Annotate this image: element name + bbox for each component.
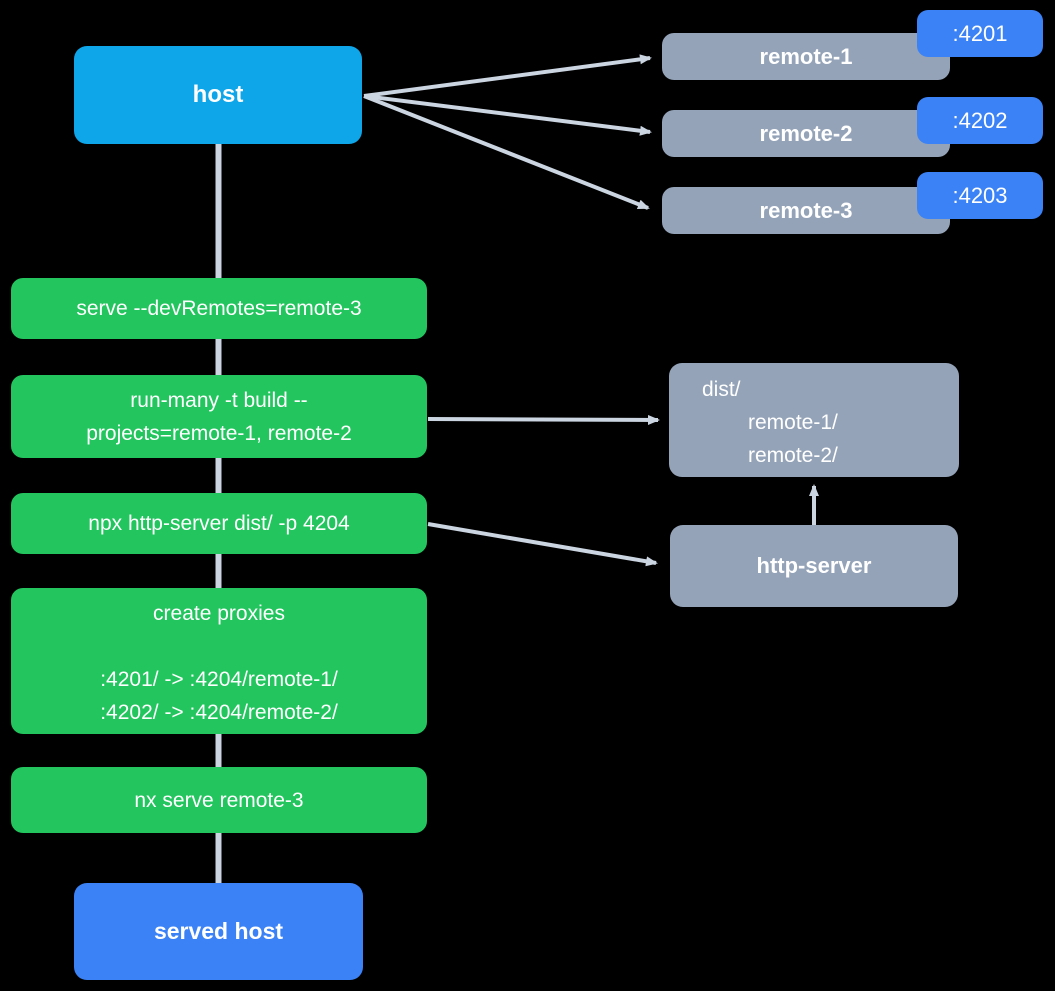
node-remote-1: remote-1	[662, 33, 950, 80]
step-npx-http-server: npx http-server dist/ -p 4204	[11, 493, 427, 554]
port-4202-label: :4202	[952, 107, 1008, 133]
port-4201-label: :4201	[952, 20, 1008, 46]
port-badge-4201: :4201	[917, 10, 1043, 57]
node-served-host: served host	[74, 883, 363, 980]
dist-root-label: dist/	[702, 378, 741, 401]
remote-3-label: remote-3	[759, 197, 853, 223]
step-run-many-line-2: projects=remote-1, remote-2	[86, 421, 352, 445]
served-host-label: served host	[153, 918, 284, 944]
node-http-server: http-server	[670, 525, 958, 607]
port-4203-label: :4203	[952, 182, 1008, 208]
port-badge-4203: :4203	[917, 172, 1043, 219]
remote-1-label: remote-1	[759, 43, 853, 69]
remote-2-label: remote-2	[759, 120, 853, 146]
step-run-many-line-1: run-many -t build --	[130, 388, 308, 412]
step-serve-devremotes: serve --devRemotes=remote-3	[11, 278, 427, 339]
node-remote-2: remote-2	[662, 110, 950, 157]
node-remote-3: remote-3	[662, 187, 950, 234]
port-badge-4202: :4202	[917, 97, 1043, 144]
proxy-rule-2: :4202/ -> :4204/remote-2/	[100, 701, 338, 724]
step-run-many-build: run-many -t build -- projects=remote-1, …	[11, 375, 427, 458]
step-serve-devremotes-text: serve --devRemotes=remote-3	[76, 297, 362, 320]
dist-remote-1-label: remote-1/	[748, 411, 838, 434]
step-create-proxies: create proxies :4201/ -> :4204/remote-1/…	[11, 588, 427, 734]
edge-host-remote-3	[363, 94, 650, 210]
node-dist-folder: dist/ remote-1/ remote-2/	[669, 363, 959, 477]
edge-httpserver-step-http-server	[427, 522, 658, 567]
node-host: host	[74, 46, 362, 144]
http-server-label: http-server	[756, 553, 872, 578]
edge-host-remote-1	[363, 54, 652, 98]
edge-build-dist	[427, 414, 660, 425]
step-nx-serve-remote-3: nx serve remote-3	[11, 767, 427, 833]
dist-remote-2-label: remote-2/	[748, 444, 838, 467]
step-nx-serve-remote-3-text: nx serve remote-3	[134, 788, 304, 812]
step-npx-http-server-text: npx http-server dist/ -p 4204	[88, 512, 350, 535]
edge-host-remote-2	[363, 94, 652, 136]
create-proxies-title: create proxies	[153, 602, 285, 625]
proxy-rule-1: :4201/ -> :4204/remote-1/	[100, 668, 338, 691]
host-label: host	[192, 81, 244, 108]
